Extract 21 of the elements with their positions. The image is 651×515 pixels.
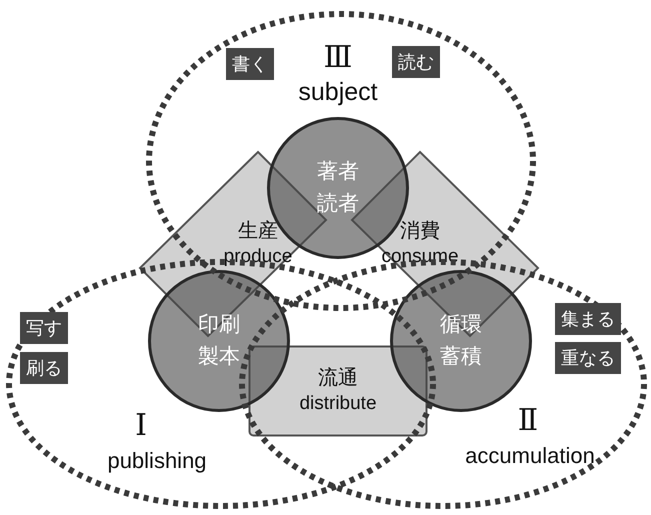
dotted-ellipse xyxy=(145,10,537,312)
node-label: 消費 xyxy=(400,219,440,244)
node-label: 流通 xyxy=(318,366,358,391)
node-label: 著者読者 xyxy=(316,159,360,217)
node-label: 生産 xyxy=(238,219,278,244)
rounded-box xyxy=(248,345,428,437)
roman-numeral: Ⅱ xyxy=(518,403,538,438)
tag-label: 読む xyxy=(392,46,440,78)
tag-label: 刷る xyxy=(20,352,68,384)
node-label: 印刷製本 xyxy=(197,312,241,370)
region-label: accumulation xyxy=(465,443,595,469)
roman-numeral: Ⅰ xyxy=(135,408,147,443)
node-label: 循環蓄積 xyxy=(439,312,483,370)
node-label: distribute xyxy=(299,392,377,416)
region-label: publishing xyxy=(107,448,207,474)
tag-label: 写す xyxy=(20,312,68,344)
region-label: subject xyxy=(298,78,378,107)
roman-numeral: Ⅲ xyxy=(324,40,352,75)
tag-label: 重なる xyxy=(555,342,621,374)
tag-label: 書く xyxy=(226,48,274,80)
tag-label: 集まる xyxy=(555,303,621,335)
